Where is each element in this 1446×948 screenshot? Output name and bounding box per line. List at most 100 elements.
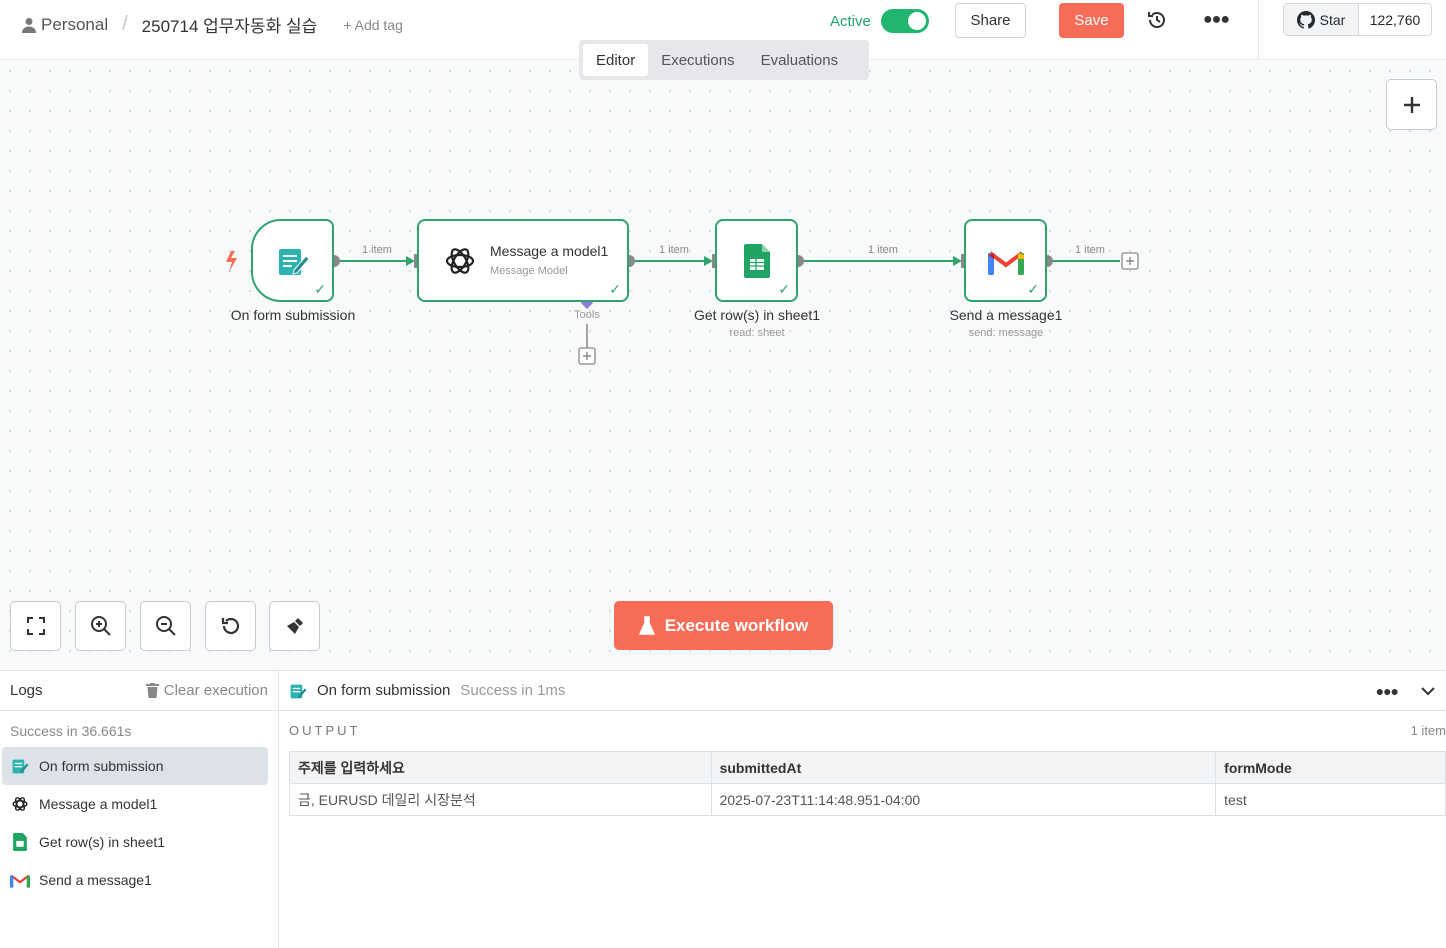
clear-execution-button[interactable]: Clear execution [145,682,268,699]
tab-evaluations[interactable]: Evaluations [760,51,839,69]
logs-sidebar: Logs Clear execution Success in 36.661s … [0,671,279,948]
undo-icon [221,617,239,635]
log-item-gmail[interactable]: Send a message1 [2,861,268,899]
more-options-icon[interactable]: ●●● [1203,11,1230,28]
zoom-out-icon [155,616,176,636]
chevron-down-icon[interactable] [1420,683,1436,699]
save-button[interactable]: Save [1059,3,1124,38]
table-header-row: 주제를 입력하세요 submittedAt formMode [289,751,1446,784]
success-check-icon: ✓ [314,281,326,297]
edge-label-3: 1 item [868,244,898,256]
logs-header: Logs Clear execution [0,671,278,711]
workflow-canvas[interactable]: 1 item 1 item 1 item 1 item ✓ On form su… [0,61,1446,670]
add-node-button[interactable] [1386,79,1437,130]
node-form-trigger[interactable]: ✓ [251,219,334,302]
edge-label-4: 1 item [1075,244,1105,256]
table-header-cell: submittedAt [710,751,1217,784]
clear-execution-label: Clear execution [163,682,268,699]
log-item-label: Send a message1 [39,872,152,888]
fit-view-icon [26,617,45,635]
user-icon [22,17,36,33]
reset-zoom-button[interactable] [205,601,256,651]
table-header-cell: formMode [1215,751,1446,784]
active-toggle-group: Active [830,9,929,33]
connections-layer [226,251,1139,365]
active-toggle[interactable] [880,9,929,33]
gmail-icon [988,251,1024,275]
output-header: On form submission Success in 1ms ●●● [279,671,1446,711]
output-table: 주제를 입력하세요 submittedAt formMode 금, EURUSD… [289,751,1446,816]
github-icon [1296,10,1315,29]
node-model-subtitle: Message Model [490,265,568,277]
output-status: Success in 1ms [460,682,566,699]
trash-icon [145,683,159,698]
google-sheets-icon [744,244,770,278]
history-icon[interactable] [1145,8,1169,32]
table-header-cell: 주제를 입력하세요 [289,751,712,784]
success-check-icon: ✓ [609,281,621,297]
logs-status: Success in 36.661s [10,723,132,739]
tab-editor[interactable]: Editor [583,44,649,76]
edge-label-2: 1 item [659,244,689,256]
success-check-icon: ✓ [778,281,790,297]
zoom-out-button[interactable] [140,601,191,651]
openai-icon [12,797,28,811]
output-node-name: On form submission [317,682,451,699]
active-label: Active [830,12,871,30]
table-cell[interactable]: 2025-07-23T11:14:48.951-04:00 [710,783,1217,816]
project-link[interactable]: Personal [41,14,109,34]
output-more-icon[interactable]: ●●● [1375,682,1399,699]
node-sheets-label: Get row(s) in sheet1 [693,307,821,323]
view-tabs: Editor Executions Evaluations [579,40,869,80]
form-icon [290,684,307,698]
execute-workflow-button[interactable]: Execute workflow [614,601,833,650]
log-item-sheets[interactable]: Get row(s) in sheet1 [2,823,268,861]
edge-label-1: 1 item [362,244,392,256]
logs-panel: Logs Clear execution Success in 36.661s … [0,670,1446,948]
log-item-label: Get row(s) in sheet1 [39,834,166,850]
zoom-in-button[interactable] [75,601,126,651]
github-star-button[interactable]: Star [1284,4,1359,35]
output-title: OUTPUT [289,723,361,738]
breadcrumb: Personal / 250714 업무자동화 실습 + Add tag [22,12,403,37]
node-gmail-label: Send a message1 [949,307,1063,323]
share-button[interactable]: Share [955,3,1026,38]
breadcrumb-separator: / [122,13,128,35]
log-item-label: Message a model1 [39,796,158,812]
gmail-icon [10,874,30,888]
add-tag-button[interactable]: + Add tag [343,16,403,33]
success-check-icon: ✓ [1027,281,1039,297]
table-row: 금, EURUSD 데일리 시장분석 2025-07-23T11:14:48.9… [289,783,1446,816]
form-icon [279,249,310,275]
form-icon [12,759,29,774]
tab-executions[interactable]: Executions [661,51,735,69]
log-item-form[interactable]: On form submission [2,747,268,785]
node-form-label: On form submission [230,307,356,323]
log-item-model[interactable]: Message a model1 [2,785,268,823]
node-google-sheets[interactable]: ✓ [715,219,798,302]
broom-icon [286,618,303,634]
toggle-knob [907,12,926,30]
node-message-model[interactable]: Message a model1 Message Model ✓ [417,219,629,302]
fit-view-button[interactable] [10,601,61,651]
github-star-widget[interactable]: Star 122,760 [1283,3,1432,36]
workflow-name[interactable]: 250714 업무자동화 실습 [141,17,318,36]
node-gmail[interactable]: ✓ [964,219,1047,302]
github-star-count: 122,760 [1369,11,1421,28]
node-model-title: Message a model1 [490,243,609,259]
output-item-count: 1 item [1410,723,1446,738]
github-star-label: Star [1319,11,1346,28]
tidy-up-button[interactable] [269,601,320,651]
output-panel: On form submission Success in 1ms ●●● OU… [279,671,1446,948]
table-cell[interactable]: test [1215,783,1446,816]
log-item-label: On form submission [39,758,164,774]
flask-icon [638,615,655,635]
tools-label: Tools [574,309,600,321]
zoom-in-icon [90,616,111,636]
node-gmail-sub: send: message [968,327,1044,339]
table-cell[interactable]: 금, EURUSD 데일리 시장분석 [289,783,712,816]
header-divider [1258,0,1259,60]
node-sheets-sub: read: sheet [729,327,785,339]
execute-workflow-label: Execute workflow [664,615,809,635]
logs-title: Logs [10,682,43,699]
